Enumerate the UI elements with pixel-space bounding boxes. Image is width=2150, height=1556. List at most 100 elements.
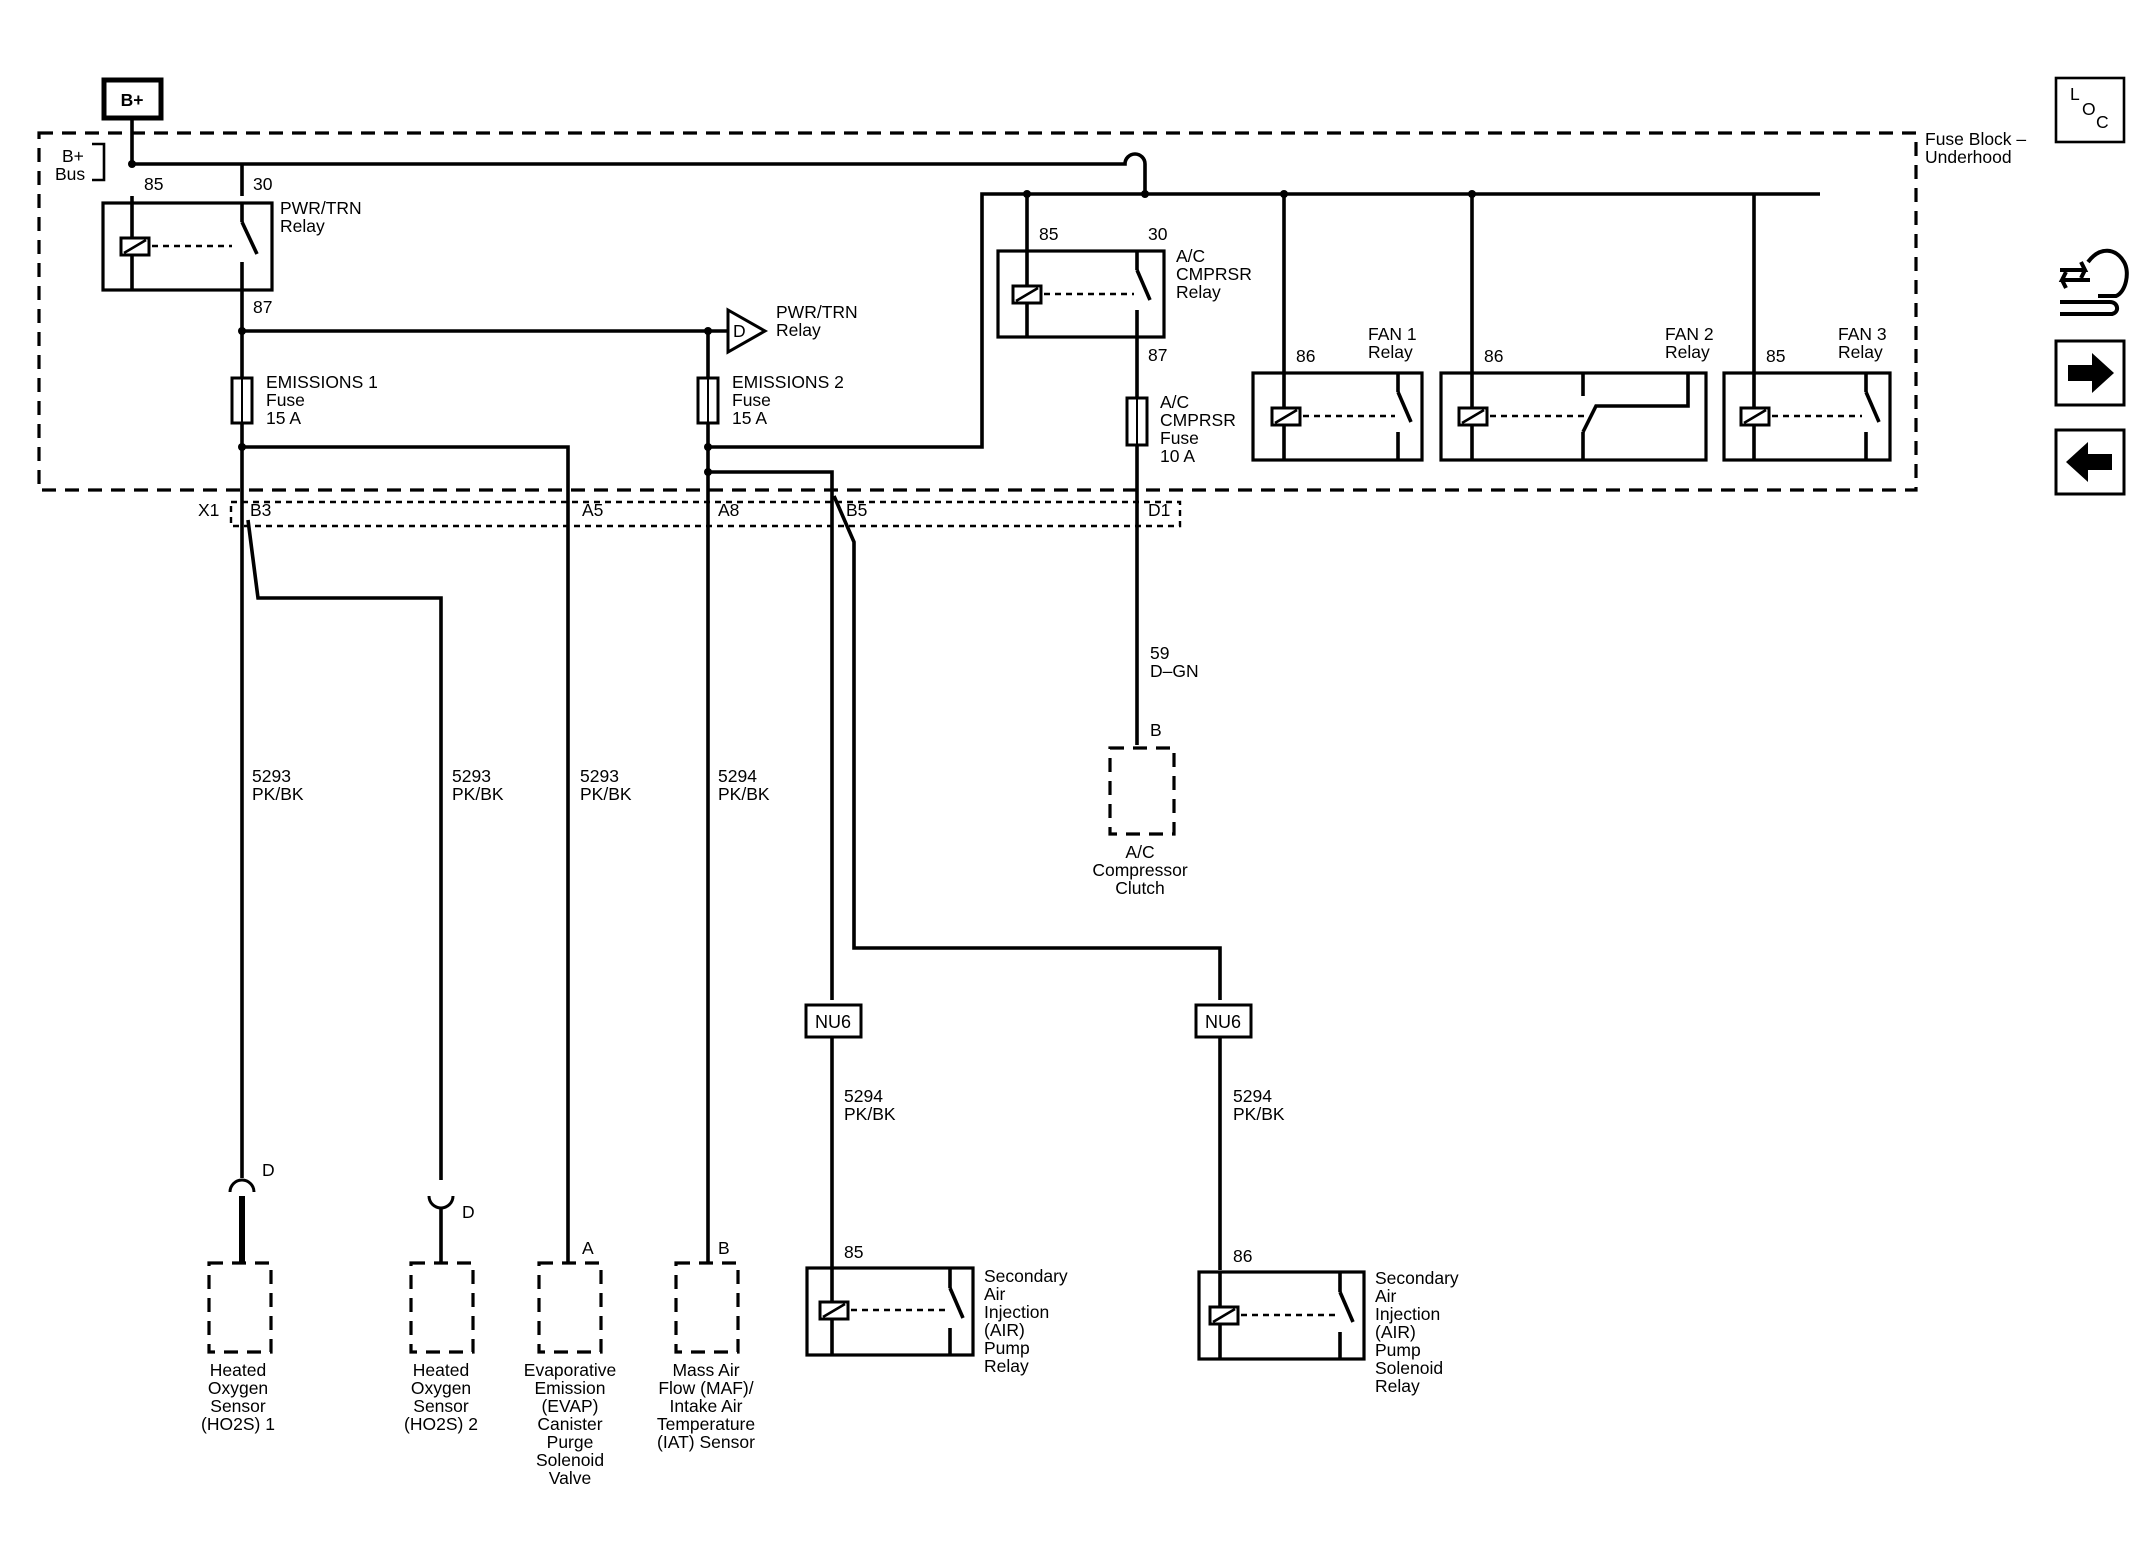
- pwrtrn-ref-label-1: PWR/TRN: [776, 302, 858, 322]
- air-solenoid-label-6: Solenoid: [1375, 1358, 1443, 1378]
- wire-5293-ho2s2-num: 5293: [452, 766, 491, 786]
- maf-label-2: Flow (MAF)/: [658, 1378, 753, 1398]
- air-solenoid-label-7: Relay: [1375, 1376, 1420, 1396]
- fan1-relay-label-1: FAN 1: [1368, 324, 1417, 344]
- pin-d1: D1: [1148, 500, 1170, 520]
- pin-a5: A5: [582, 500, 603, 520]
- air-solenoid-relay: 86 Secondary Air Injection (AIR) Pump So…: [1197, 1246, 1459, 1396]
- fan-1-relay: 86 FAN 1 Relay: [1251, 324, 1424, 462]
- em1-fuse-label-1: EMISSIONS 1: [266, 372, 378, 392]
- ho2s2-sensor: Heated Oxygen Sensor (HO2S) 2: [404, 1261, 478, 1434]
- wire-5293-evap-color: PK/BK: [580, 784, 632, 804]
- em2-fuse-label-3: 15 A: [732, 408, 767, 428]
- connector-x1-label: X1: [198, 500, 219, 520]
- ac-fuse-label-4: 10 A: [1160, 446, 1195, 466]
- wire-5294-air2-color: PK/BK: [1233, 1104, 1285, 1124]
- maf-label-1: Mass Air: [672, 1360, 739, 1380]
- clutch-label-1: A/C: [1125, 842, 1154, 862]
- clutch-label-3: Clutch: [1115, 878, 1165, 898]
- ho2s1-label-2: Oxygen: [208, 1378, 268, 1398]
- ho2s1-label-4: (HO2S) 1: [201, 1414, 275, 1434]
- pwrtrn-ref-label-2: Relay: [776, 320, 821, 340]
- air-solenoid-label-3: Injection: [1375, 1304, 1440, 1324]
- arrow-left-icon: [2066, 442, 2112, 482]
- air-pump-label-4: (AIR): [984, 1320, 1025, 1340]
- ac-pin-30: 30: [1148, 224, 1168, 244]
- prev-page-button[interactable]: [2054, 428, 2126, 496]
- next-page-button[interactable]: [2054, 339, 2126, 407]
- ac-compressor-clutch: B A/C Compressor Clutch: [1092, 720, 1187, 898]
- evap-label-1: Evaporative: [524, 1360, 616, 1380]
- fan-3-relay: 85 FAN 3 Relay: [1722, 324, 1892, 462]
- em2-fuse-label-1: EMISSIONS 2: [732, 372, 844, 392]
- nu6-option-left: NU6: [804, 1003, 863, 1039]
- ac-relay-label-1: A/C: [1176, 246, 1205, 266]
- maf-label-4: Temperature: [657, 1414, 755, 1434]
- ac-pin-87: 87: [1148, 345, 1167, 365]
- air-pump-label-2: Air: [984, 1284, 1006, 1304]
- fan2-pin-86: 86: [1484, 346, 1503, 366]
- air1-pin-85: 85: [844, 1242, 863, 1262]
- ho2s2-pin-d: D: [462, 1202, 475, 1222]
- pwrtrn-ref-letter: D: [733, 321, 746, 341]
- pwrtrn-relay-label-1: PWR/TRN: [280, 198, 362, 218]
- pin-b3: B3: [250, 500, 271, 520]
- pwrtrn-relay-reference: D PWR/TRN Relay: [726, 302, 858, 355]
- emissions-1-fuse: EMISSIONS 1 Fuse 15 A: [230, 372, 378, 428]
- ac-fuse-label-1: A/C: [1160, 392, 1189, 412]
- ho2s1-pin-d: D: [262, 1160, 275, 1180]
- ac-pin-85: 85: [1039, 224, 1058, 244]
- loc-icon[interactable]: L O C: [2054, 76, 2126, 144]
- evap-label-7: Valve: [549, 1468, 591, 1488]
- pwrtrn-relay-label-2: Relay: [280, 216, 325, 236]
- ho2s2-label-2: Oxygen: [411, 1378, 471, 1398]
- nu6-right-label: NU6: [1205, 1012, 1241, 1032]
- pwrtrn-pin-85: 85: [144, 174, 163, 194]
- ho2s1-label-3: Sensor: [210, 1396, 266, 1416]
- fan3-relay-label-2: Relay: [1838, 342, 1883, 362]
- air-pump-label-5: Pump: [984, 1338, 1030, 1358]
- ac-cmprsr-fuse: A/C CMPRSR Fuse 10 A: [1125, 392, 1236, 466]
- pwrtrn-pin-30: 30: [253, 174, 273, 194]
- wire-5294-air1-num: 5294: [844, 1086, 883, 1106]
- air-solenoid-label-2: Air: [1375, 1286, 1397, 1306]
- bus-label-2: Bus: [55, 164, 85, 184]
- pwrtrn-pin-87: 87: [253, 297, 272, 317]
- pin-a8: A8: [718, 500, 739, 520]
- ac-fuse-label-2: CMPRSR: [1160, 410, 1236, 430]
- ac-fuse-label-3: Fuse: [1160, 428, 1199, 448]
- loc-letter-c: C: [2096, 112, 2109, 132]
- wire-5294-air1-color: PK/BK: [844, 1104, 896, 1124]
- bplus-terminal: B+: [101, 77, 164, 121]
- fan3-relay-label-1: FAN 3: [1838, 324, 1887, 344]
- wire-5293-ho2s1-color: PK/BK: [252, 784, 304, 804]
- ho2s2-label-3: Sensor: [413, 1396, 469, 1416]
- wire-5293-ho2s1-num: 5293: [252, 766, 291, 786]
- nu6-left-label: NU6: [815, 1012, 851, 1032]
- system-flow-icon[interactable]: [2058, 248, 2129, 316]
- nu6-option-right: NU6: [1194, 1003, 1253, 1039]
- ac-relay-label-2: CMPRSR: [1176, 264, 1252, 284]
- ho2s2-connector: D: [427, 1195, 475, 1262]
- fan2-relay-label-1: FAN 2: [1665, 324, 1714, 344]
- wire-5294-air2-num: 5294: [1233, 1086, 1272, 1106]
- ac-relay-label-3: Relay: [1176, 282, 1221, 302]
- air-pump-relay: 85 Secondary Air Injection (AIR) Pump Re…: [805, 1242, 1068, 1376]
- arrow-right-icon: [2068, 353, 2114, 393]
- air-solenoid-label-5: Pump: [1375, 1340, 1421, 1360]
- air-pump-label-3: Injection: [984, 1302, 1049, 1322]
- fuse-block-title-2: Underhood: [1925, 147, 2012, 167]
- fan2-relay-label-2: Relay: [1665, 342, 1710, 362]
- wire-5294-maf-num: 5294: [718, 766, 757, 786]
- loc-letter-o: O: [2082, 99, 2096, 119]
- ho2s2-label-4: (HO2S) 2: [404, 1414, 478, 1434]
- maf-label-3: Intake Air: [670, 1396, 743, 1416]
- clutch-label-2: Compressor: [1092, 860, 1187, 880]
- em1-fuse-label-3: 15 A: [266, 408, 301, 428]
- fan3-pin-85: 85: [1766, 346, 1785, 366]
- evap-pin-a: A: [582, 1238, 594, 1258]
- ho2s2-label-1: Heated: [413, 1360, 469, 1380]
- wire-59-color: D–GN: [1150, 661, 1199, 681]
- evap-label-2: Emission: [535, 1378, 606, 1398]
- ho2s1-sensor: Heated Oxygen Sensor (HO2S) 1: [201, 1261, 275, 1434]
